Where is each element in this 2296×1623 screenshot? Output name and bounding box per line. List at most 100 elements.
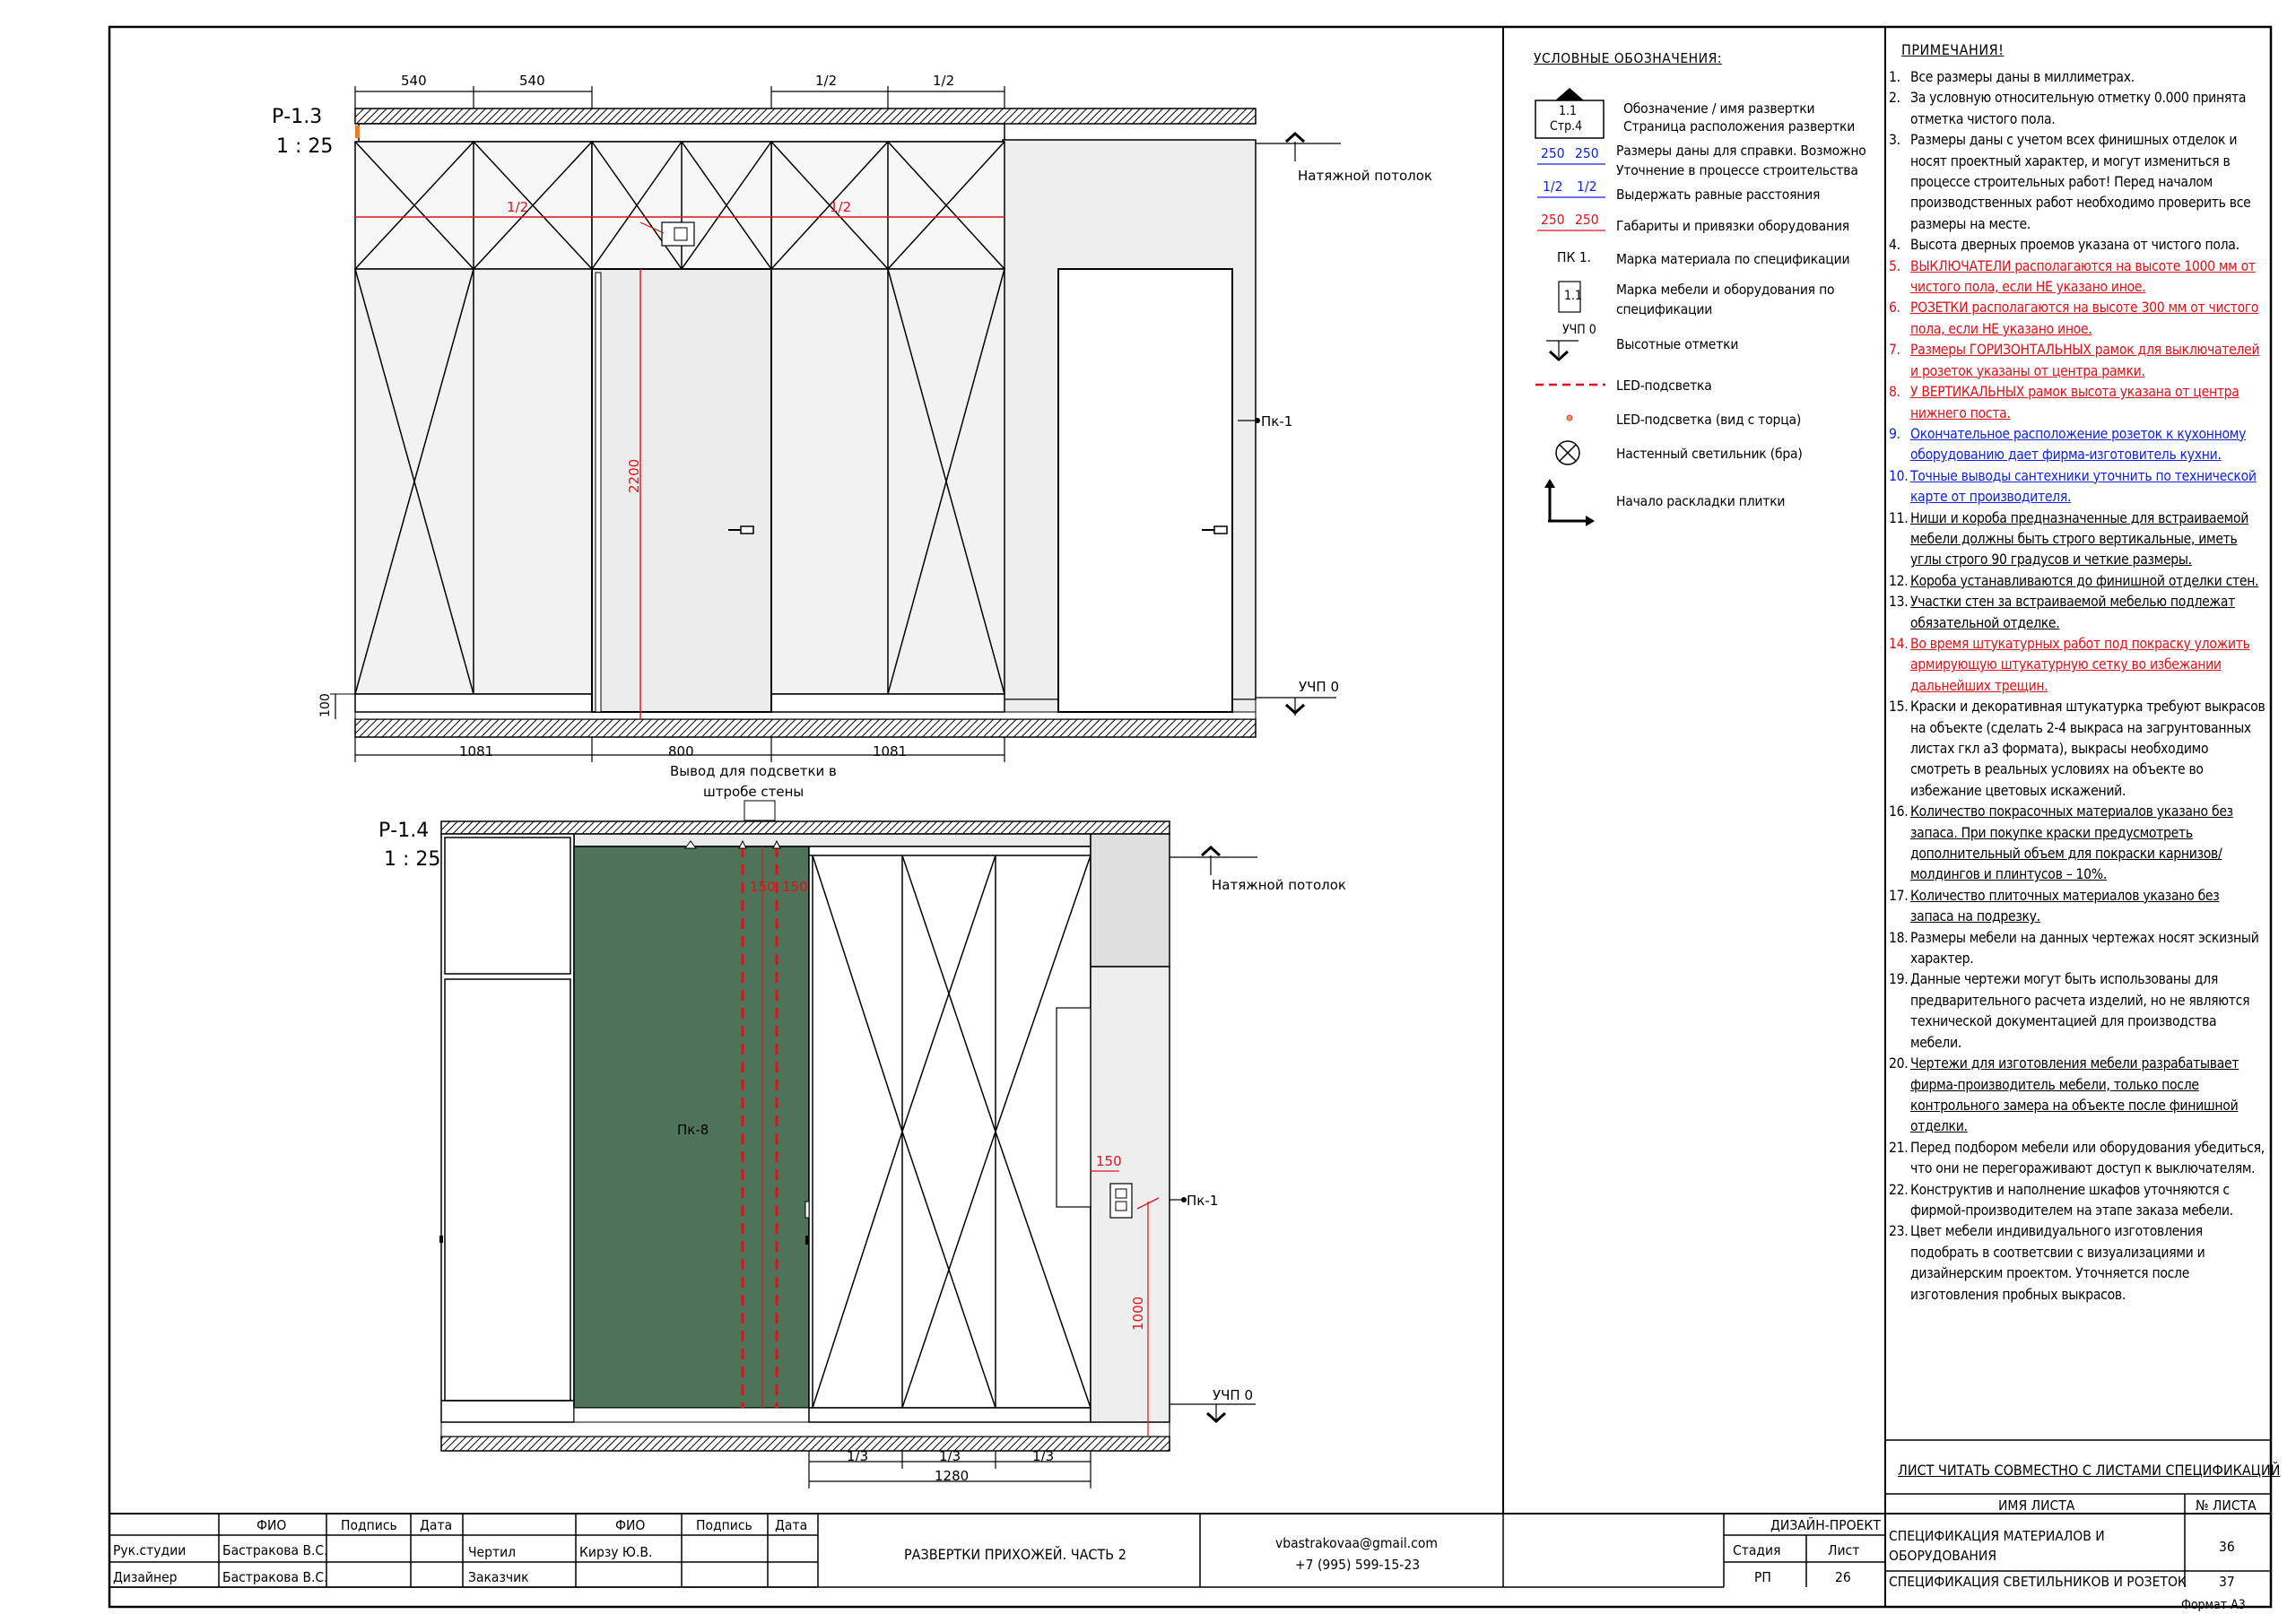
p14-dim-led-1: 150 bbox=[750, 879, 776, 895]
note-item: 9. Окончательное расположение розеток к к… bbox=[1889, 424, 2266, 466]
note-text: Окончательное расположение розеток к кух… bbox=[1910, 425, 2247, 464]
p13-dim-top-1: 540 bbox=[401, 73, 427, 89]
note-text: Во время штукатурных работ под покраску … bbox=[1910, 635, 2250, 694]
legend-led-desc: LED-подсветка bbox=[1616, 378, 1712, 394]
note-number: 7. bbox=[1889, 342, 1900, 359]
note-number: 20. bbox=[1889, 1055, 1909, 1072]
p13-dim-top-2: 540 bbox=[519, 73, 545, 89]
note-number: 6. bbox=[1889, 299, 1900, 317]
note-item: 8.У ВЕРТИКАЛЬНЫХ рамок высота указана от… bbox=[1889, 382, 2266, 424]
p13-ceiling-label: Натяжной потолок bbox=[1298, 168, 1432, 184]
sheets-col-name: ИМЯ ЛИСТА bbox=[1998, 1497, 2075, 1514]
note-item: 16.Количество покрасочных материалов ука… bbox=[1889, 802, 2266, 886]
legend-tile-desc: Начало раскладки плитки bbox=[1616, 493, 1786, 509]
tb-r2-name: Бастракова В.С. bbox=[222, 1569, 328, 1585]
legend-marker-desc-2: Страница расположения развертки bbox=[1623, 118, 1856, 135]
note-item: 10.Точные выводы сантехники уточнить по … bbox=[1889, 466, 2266, 508]
note-text: Все размеры даны в миллиметрах. bbox=[1910, 69, 2135, 85]
p13-dim-bottom-3: 1081 bbox=[873, 743, 907, 759]
p14-dim-bottom-1: 1/3 bbox=[847, 1448, 868, 1464]
tb-h2-sign: Подпись bbox=[696, 1517, 752, 1533]
tb-sheet-label: Лист bbox=[1828, 1542, 1860, 1558]
p13-dim-inner-1: 1/2 bbox=[507, 199, 528, 215]
sheet-row-1-name-2: ОБОРУДОВАНИЯ bbox=[1889, 1548, 1997, 1564]
p13-scale: 1 : 25 bbox=[276, 135, 333, 158]
p13-floor-level-icon bbox=[1256, 697, 1336, 716]
tb-h-fio: ФИО bbox=[257, 1517, 287, 1533]
notes-title: ПРИМЕЧАНИЯ! bbox=[1901, 41, 2005, 58]
note-text: Количество плиточных материалов указано … bbox=[1910, 887, 2220, 925]
note-item: 7.Размеры ГОРИЗОНТАЛЬНЫХ рамок для выклю… bbox=[1889, 340, 2266, 382]
tb-h-date: Дата bbox=[420, 1517, 453, 1533]
p14-dim-switch-height: 1000 bbox=[1130, 1297, 1146, 1331]
note-number: 3. bbox=[1889, 132, 1900, 149]
note-item: 22.Конструктив и наполнение шкафов уточн… bbox=[1889, 1180, 2266, 1222]
tb-phone: +7 (995) 599-15-23 bbox=[1295, 1557, 1421, 1573]
p14-outlet-note-2: штробе стены bbox=[703, 784, 804, 800]
p14-dim-bottom-3: 1/3 bbox=[1032, 1448, 1054, 1464]
p14-dim-total: 1280 bbox=[935, 1468, 969, 1484]
note-number: 17. bbox=[1889, 887, 1909, 904]
note-number: 9. bbox=[1889, 425, 1900, 442]
tb-h2-fio: ФИО bbox=[615, 1517, 646, 1533]
legend-led-end-desc: LED-подсветка (вид с торца) bbox=[1616, 412, 1802, 428]
p13-dim-bottom-2: 800 bbox=[668, 743, 694, 759]
tb-h2-date: Дата bbox=[775, 1517, 808, 1533]
p14-floor-slab bbox=[440, 1436, 1170, 1452]
p14-dim-switch-offset: 150 bbox=[1096, 1153, 1122, 1169]
note-number: 19. bbox=[1889, 971, 1909, 988]
note-number: 21. bbox=[1889, 1139, 1909, 1156]
note-number: 12. bbox=[1889, 572, 1909, 589]
legend-marker-line1: 1.1 bbox=[1559, 104, 1578, 118]
sheet-row-1-name-1: СПЕЦИФИКАЦИЯ МАТЕРИАЛОВ И bbox=[1889, 1528, 2105, 1544]
legend-material-desc: Марка материала по спецификации bbox=[1616, 251, 1850, 267]
note-text: РОЗЕТКИ располагаются на высоте 300 мм о… bbox=[1910, 299, 2259, 337]
p13-dim-top-4: 1/2 bbox=[933, 73, 954, 89]
elevation-p13: Р-1.3 1 : 25 bbox=[272, 73, 1432, 762]
note-text: У ВЕРТИКАЛЬНЫХ рамок высота указана от ц… bbox=[1910, 384, 2239, 421]
sheet-row-2-num: 37 bbox=[2219, 1574, 2235, 1590]
legend-sconce-desc: Настенный светильник (бра) bbox=[1616, 446, 1803, 462]
note-text: За условную относительную отметку 0.000 … bbox=[1910, 90, 2247, 127]
p14-dim-led-2: 150 bbox=[782, 879, 808, 895]
p13-dim-door-height: 2200 bbox=[626, 459, 642, 493]
p14-ceiling-level-icon bbox=[1170, 845, 1257, 875]
tb-format: Формат А3 bbox=[2181, 1598, 2246, 1612]
note-text: Перед подбором мебели или оборудования у… bbox=[1910, 1139, 2265, 1177]
p13-dim-bottom-1: 1081 bbox=[459, 743, 493, 759]
note-item: 19.Данные чертежи могут быть использован… bbox=[1889, 969, 2266, 1054]
sheet-row-1-num: 36 bbox=[2219, 1539, 2235, 1555]
note-text: Точные выводы сантехники уточнить по тех… bbox=[1910, 467, 2257, 506]
p13-floor-slab bbox=[354, 718, 1257, 738]
note-number: 10. bbox=[1889, 467, 1909, 484]
note-item: 20.Чертежи для изготовления мебели разра… bbox=[1889, 1054, 2266, 1138]
tb-r1-role: Рук.студии bbox=[113, 1542, 187, 1558]
note-text: Высота дверных проемов указана от чистог… bbox=[1910, 237, 2239, 254]
p13-ceiling-slab bbox=[354, 108, 1257, 125]
note-item: 3.Размеры даны с учетом всех финишных от… bbox=[1889, 130, 2266, 235]
tb-h-sign: Подпись bbox=[341, 1517, 397, 1533]
note-text: Конструктив и наполнение шкафов уточняют… bbox=[1910, 1181, 2233, 1219]
note-item: 6. РОЗЕТКИ располагаются на высоте 300 мм… bbox=[1889, 298, 2266, 340]
note-item: 11.Ниши и короба предназначенные для вст… bbox=[1889, 508, 2266, 571]
note-text: Размеры мебели на данных чертежах носят … bbox=[1910, 929, 2259, 968]
p14-ceiling-label: Натяжной потолок bbox=[1212, 877, 1346, 893]
note-item: 14.Во время штукатурных работ под покрас… bbox=[1889, 634, 2266, 697]
note-item: 4.Высота дверных проемов указана от чист… bbox=[1889, 235, 2266, 256]
legend-material-mark: ПК 1. bbox=[1557, 249, 1592, 265]
tb-r2-role: Дизайнер bbox=[113, 1569, 178, 1585]
sheet-row-2-name: СПЕЦИФИКАЦИЯ СВЕТИЛЬНИКОВ И РОЗЕТОК bbox=[1889, 1574, 2187, 1590]
note-text: Краски и декоративная штукатурка требуют… bbox=[1910, 699, 2266, 799]
p14-ceiling-slab bbox=[440, 820, 1170, 835]
note-item: 18.Размеры мебели на данных чертежах нос… bbox=[1889, 928, 2266, 970]
p14-floor-level-icon bbox=[1170, 1403, 1256, 1424]
note-number: 23. bbox=[1889, 1223, 1909, 1240]
p14-floor-label: УЧП 0 bbox=[1213, 1387, 1253, 1403]
tb-email: vbastrakovaa@gmail.com bbox=[1275, 1535, 1438, 1551]
note-number: 14. bbox=[1889, 635, 1909, 652]
tb-r3-name: Кирзу Ю.В. bbox=[579, 1544, 653, 1560]
p13-door-right bbox=[1057, 268, 1233, 713]
tb-r1-name: Бастракова В.С. bbox=[222, 1542, 328, 1558]
note-item: 17.Количество плиточных материалов указа… bbox=[1889, 886, 2266, 928]
